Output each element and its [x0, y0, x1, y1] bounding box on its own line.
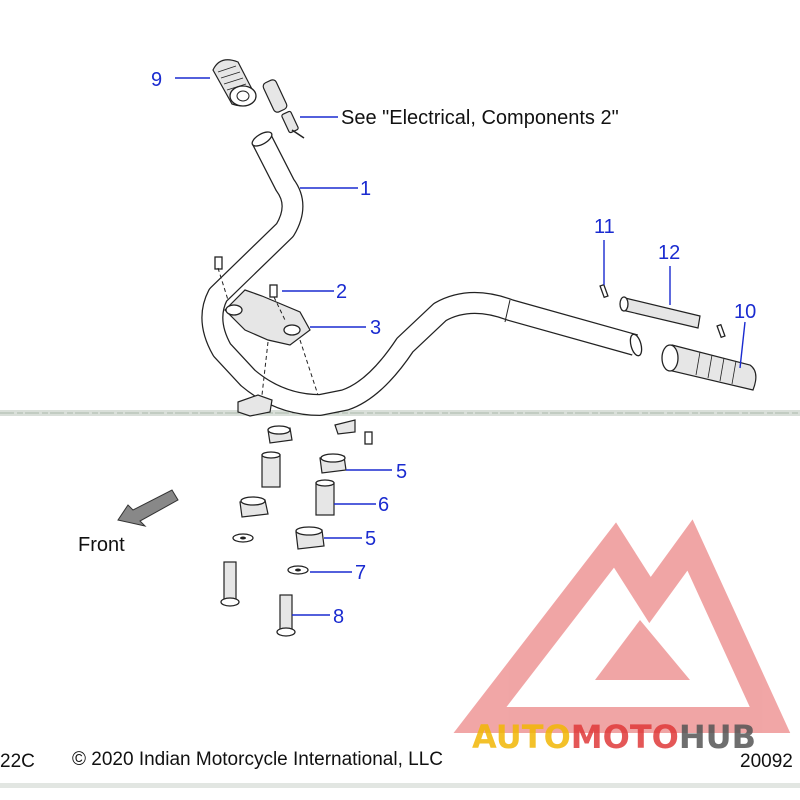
clamp-screws [214, 256, 373, 445]
callout-11: 11 [594, 216, 615, 238]
spacer-left [261, 451, 281, 488]
throttle-component [262, 79, 305, 139]
handlebar [201, 131, 643, 416]
callout-8: 8 [333, 606, 344, 628]
bolt-left [220, 561, 240, 607]
watermark-logo [453, 519, 791, 733]
callout-5-lower: 5 [365, 528, 376, 550]
code-right: 20092 [740, 751, 793, 772]
callout-3: 3 [370, 317, 381, 339]
callout-12: 12 [658, 242, 680, 264]
callout-5-upper: 5 [396, 461, 407, 483]
washer-left [232, 533, 254, 543]
bushing-lower-left [239, 496, 269, 518]
bushing-upper-left [267, 425, 293, 444]
pin [599, 283, 726, 339]
spacer-right [315, 479, 335, 516]
scan-noise-band [0, 410, 800, 788]
front-label: Front [78, 534, 125, 556]
callout-7: 7 [355, 562, 366, 584]
copyright-notice: © 2020 Indian Motorcycle International, … [72, 749, 443, 770]
bushing-lower-right [295, 526, 325, 550]
upper-clamp [224, 289, 311, 346]
bar-end-rod [619, 296, 701, 329]
grip-right [661, 344, 757, 391]
callout-2: 2 [336, 281, 347, 303]
watermark-text: AUTOMOTOHUB [472, 718, 756, 756]
callout-9: 9 [151, 69, 162, 91]
grip-left [212, 59, 257, 107]
bolt-right [276, 594, 296, 637]
bushing-upper-right [319, 453, 347, 474]
code-left: 22C [0, 751, 35, 772]
washer-right [287, 565, 309, 575]
front-arrow-icon [117, 489, 179, 527]
callout-10: 10 [734, 301, 756, 323]
callout-1: 1 [360, 178, 371, 200]
electrical-reference-note: See "Electrical, Components 2" [341, 107, 619, 129]
callout-6: 6 [378, 494, 389, 516]
lower-bracket [237, 394, 356, 435]
